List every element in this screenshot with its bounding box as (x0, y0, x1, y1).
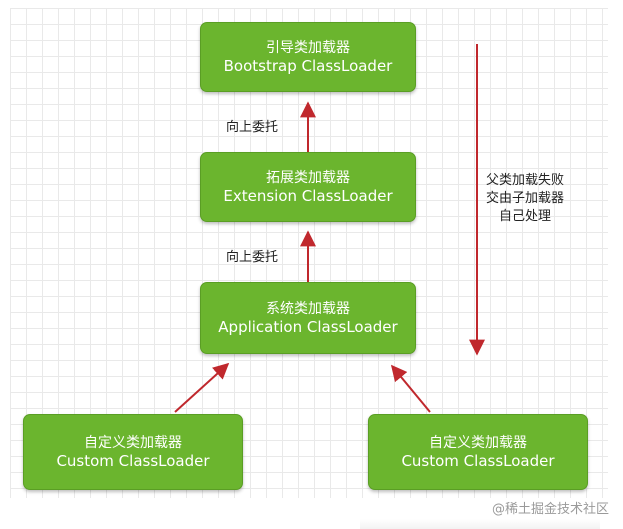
side-note-line-2: 交由子加载器 (486, 191, 565, 206)
node-custom-classloader-left: 自定义类加载器 Custom ClassLoader (23, 414, 243, 490)
side-note-line-1: 父类加载失败 (486, 173, 565, 188)
node-custom-classloader-right: 自定义类加载器 Custom ClassLoader (368, 414, 588, 490)
node-bootstrap-zh: 引导类加载器 (266, 40, 350, 56)
side-note-parent-fail: 父类加载失败 交由子加载器 自己处理 (486, 172, 564, 226)
node-custom-right-zh: 自定义类加载器 (429, 435, 527, 451)
node-custom-right-en: Custom ClassLoader (401, 452, 555, 470)
node-custom-left-zh: 自定义类加载器 (84, 435, 182, 451)
edge-label-extension-to-bootstrap: 向上委托 (226, 120, 279, 135)
edge-label-application-to-extension: 向上委托 (226, 250, 279, 265)
node-extension-classloader: 拓展类加载器 Extension ClassLoader (200, 152, 416, 222)
node-bootstrap-en: Bootstrap ClassLoader (223, 57, 393, 75)
watermark-text: @稀土掘金技术社区 (491, 502, 609, 517)
node-application-classloader: 系统类加载器 Application ClassLoader (200, 282, 416, 354)
node-custom-left-en: Custom ClassLoader (56, 452, 210, 470)
node-bootstrap-classloader: 引导类加载器 Bootstrap ClassLoader (200, 22, 416, 92)
side-note-line-3: 自己处理 (499, 209, 552, 224)
bottom-blur-strip (360, 519, 600, 529)
node-application-en: Application ClassLoader (218, 318, 398, 336)
node-extension-zh: 拓展类加载器 (266, 170, 350, 186)
node-extension-en: Extension ClassLoader (223, 187, 393, 205)
node-application-zh: 系统类加载器 (266, 301, 350, 317)
